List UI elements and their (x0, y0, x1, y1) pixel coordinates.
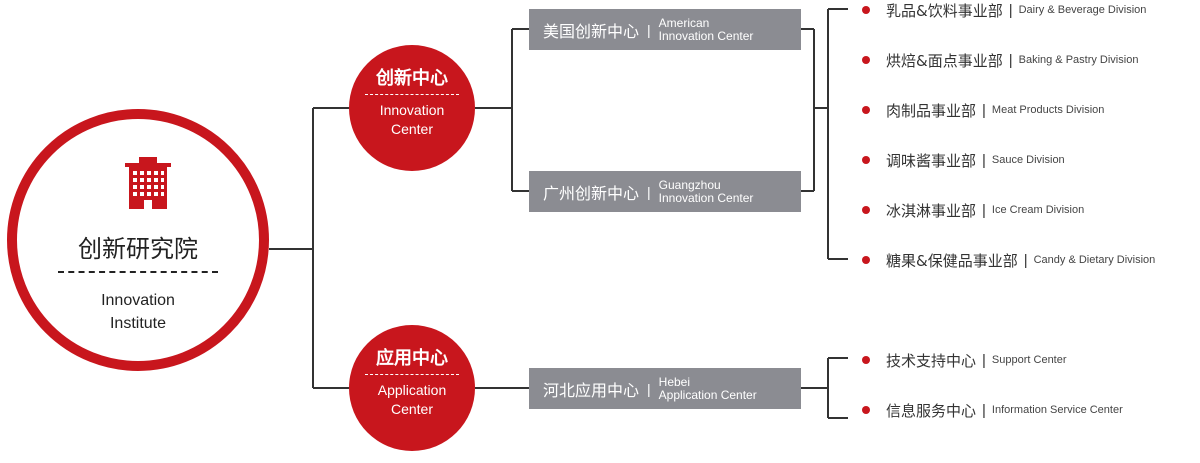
bullet-dot-icon (862, 56, 870, 64)
center-label-zh: 广州创新中心 (543, 183, 640, 203)
center-label-en: Guangzhou Innovation Center (658, 177, 754, 205)
center-label-en: American Innovation Center (658, 15, 754, 43)
bullet-dot-icon (862, 406, 870, 414)
division-item-baking-pastry: 烘焙&面点事业部 | Baking & Pastry Division (862, 50, 1138, 70)
division-label-zh: 技术支持中心 (886, 351, 977, 370)
bullet-dot-icon (862, 156, 870, 164)
division-separator: | (982, 201, 986, 219)
innovation-title-zh: 创新中心 (376, 68, 448, 89)
innovation-divider (365, 94, 459, 95)
center-label-en: Hebei Application Center (658, 374, 757, 402)
innovation-center-node: 创新中心 Innovation Center (349, 45, 475, 171)
division-item-dairy-beverage: 乳品&饮料事业部 | Dairy & Beverage Division (862, 0, 1146, 20)
division-separator: | (1008, 1, 1013, 19)
division-item-meat-products: 肉制品事业部 | Meat Products Division (862, 100, 1104, 120)
division-label-zh: 肉制品事业部 (886, 101, 977, 120)
division-label-zh: 烘焙&面点事业部 (886, 51, 1003, 70)
center-separator: | (647, 183, 651, 200)
division-label-en: Information Service Center (991, 404, 1123, 416)
division-label-en: Sauce Division (991, 154, 1065, 166)
bullet-dot-icon (862, 106, 870, 114)
innovation-title-en: Innovation Center (379, 102, 445, 137)
division-label-zh: 糖果&保健品事业部 (886, 251, 1018, 270)
root-title-en: Innovation Institute (101, 292, 175, 332)
root-title-zh: 创新研究院 (78, 235, 198, 263)
division-label-en: Dairy & Beverage Division (1018, 4, 1147, 16)
bullet-dot-icon (862, 356, 870, 364)
application-center-node: 应用中心 Application Center (349, 325, 475, 451)
division-separator: | (1008, 51, 1013, 69)
division-item-information-service: 信息服务中心 | Information Service Center (862, 400, 1123, 420)
root-divider (58, 271, 218, 273)
division-label-en: Baking & Pastry Division (1018, 54, 1139, 66)
division-label-en: Meat Products Division (991, 104, 1105, 116)
division-item-support-center: 技术支持中心 | Support Center (862, 350, 1067, 370)
application-title-en: Application Center (377, 382, 447, 417)
building-icon (125, 157, 171, 209)
center-separator: | (647, 380, 651, 397)
division-label-zh: 乳品&饮料事业部 (886, 1, 1003, 20)
center-label-zh: 河北应用中心 (543, 380, 640, 400)
division-separator: | (982, 401, 986, 419)
division-label-en: Candy & Dietary Division (1033, 254, 1156, 266)
application-title-zh: 应用中心 (376, 348, 448, 369)
application-divider (365, 374, 459, 375)
guangzhou-innovation-center-box: 广州创新中心 | Guangzhou Innovation Center (529, 171, 801, 212)
bullet-dot-icon (862, 256, 870, 264)
division-separator: | (1023, 251, 1028, 269)
innovation-institute-node: 创新研究院 Innovation Institute (7, 109, 269, 371)
division-label-en: Ice Cream Division (991, 204, 1085, 216)
division-separator: | (982, 101, 986, 119)
division-label-zh: 信息服务中心 (886, 401, 977, 420)
bullet-dot-icon (862, 206, 870, 214)
division-item-ice-cream: 冰淇淋事业部 | Ice Cream Division (862, 200, 1084, 220)
center-label-zh: 美国创新中心 (543, 21, 640, 41)
center-separator: | (647, 21, 651, 38)
division-label-en: Support Center (991, 354, 1067, 366)
division-label-zh: 调味酱事业部 (886, 151, 977, 170)
bullet-dot-icon (862, 6, 870, 14)
division-separator: | (982, 351, 986, 369)
division-item-candy-dietary: 糖果&保健品事业部 | Candy & Dietary Division (862, 250, 1155, 270)
division-item-sauce: 调味酱事业部 | Sauce Division (862, 150, 1065, 170)
american-innovation-center-box: 美国创新中心 | American Innovation Center (529, 9, 801, 50)
division-separator: | (982, 151, 986, 169)
hebei-application-center-box: 河北应用中心 | Hebei Application Center (529, 368, 801, 409)
division-label-zh: 冰淇淋事业部 (886, 201, 977, 220)
